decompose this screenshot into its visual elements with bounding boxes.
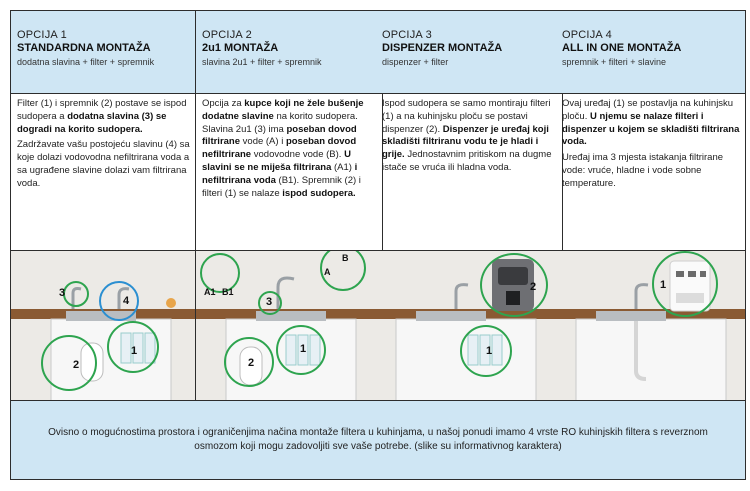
option-1-description: Filter (1) i spremnik (2) postave se isp…: [11, 94, 195, 250]
zoom-circle-taps: [320, 251, 366, 291]
option-1-column: OPCIJA 1 STANDARDNA MONTAŽA dodatna slav…: [10, 10, 196, 400]
callout-circle-1: [276, 325, 326, 375]
description-paragraph: Uređaj ima 3 mjesta istakanja filtrirane…: [562, 152, 740, 190]
callout-circle-1: [652, 251, 718, 317]
option-3-header: OPCIJA 3 DISPENZER MONTAŽA dispenzer + f…: [376, 10, 562, 94]
callout-3: 3: [59, 287, 66, 299]
description-paragraph: Opcija za kupce koji ne žele bušenje dod…: [202, 98, 377, 200]
bold-text: ispod sudopera.: [282, 187, 356, 199]
callout-b1: B1: [222, 287, 234, 297]
text: vodovodne vode (B).: [251, 149, 345, 161]
option-3-illustration: 2 1: [376, 250, 562, 400]
bold-text: U njemu se nalaze filteri i dispenzer u …: [562, 110, 740, 148]
footer-text: Ovisno o mogućnostima prostora i ogranič…: [48, 427, 708, 452]
callout-1: 1: [300, 343, 307, 355]
option-2-column: OPCIJA 2 2u1 MONTAŽA slavina 2u1 + filte…: [196, 10, 383, 400]
callout-1: 1: [660, 279, 667, 291]
option-3-description: Ispod sudopera se samo montiraju filteri…: [376, 94, 562, 250]
bold-text: U slavini se ne miješa filtrirana: [202, 149, 351, 173]
option-3-title: DISPENZER MONTAŽA: [382, 42, 503, 54]
callout-2: 2: [73, 359, 80, 371]
text: Filter (1) i spremnik (2) postave se isp…: [17, 98, 187, 122]
option-1-label: OPCIJA 1: [17, 29, 67, 41]
option-4-subtitle: spremnik + filteri + slavine: [562, 57, 667, 67]
text: na korito sudopera. Slavina 2u1 (3) ima: [202, 110, 358, 135]
option-2-description: Opcija za kupce koji ne žele bušenje dod…: [196, 94, 382, 250]
callout-circle-4: [99, 281, 139, 321]
bold-text: dodatna slavina (3) se dogradi na korito…: [17, 110, 167, 135]
callout-a: A: [324, 267, 331, 277]
option-3-subtitle: dispenzer + filter: [382, 57, 449, 67]
option-2-title: 2u1 MONTAŽA: [202, 42, 279, 54]
callout-circle-2: [41, 335, 97, 391]
callout-circle-2: [480, 253, 548, 317]
zoom-circle-faucet: [200, 253, 240, 293]
text: vode (A) i: [240, 136, 286, 148]
description-paragraph: Ispod sudopera se samo montiraju filteri…: [382, 98, 557, 175]
option-1-illustration: 3 4 2 1: [11, 250, 195, 400]
callout-3: 3: [266, 296, 273, 308]
text: Jednostavnim pritiskom na dugme istače s…: [382, 149, 552, 173]
callout-1: 1: [486, 345, 493, 357]
bold-text: Dispenzer je uređaj koji skladišti filtr…: [382, 123, 549, 161]
option-1-subtitle: dodatna slavina + filter + spremnik: [17, 57, 155, 67]
callout-circle-3: [63, 281, 89, 307]
option-4-illustration: 1: [556, 250, 745, 400]
option-2-subtitle: slavina 2u1 + filter + spremnik: [202, 57, 322, 67]
description-paragraph: Ovaj uređaj (1) se postavlja na kuhinjsk…: [562, 98, 740, 149]
callout-circle-3: [258, 291, 282, 315]
description-paragraph: Zadržavate vašu postojeću slavinu (4) sa…: [17, 139, 190, 190]
bold-text: kupce koji ne žele bušenje dodatne slavi…: [202, 98, 364, 122]
callout-2: 2: [248, 357, 255, 369]
callout-circle-1: [107, 321, 159, 373]
option-2-label: OPCIJA 2: [202, 29, 252, 41]
text: Ispod sudopera se samo montiraju filteri…: [382, 98, 551, 135]
text: (B1). Spremnik (2) i filteri (1) se nala…: [202, 174, 361, 199]
callout-b: B: [342, 253, 349, 263]
option-4-header: OPCIJA 4 ALL IN ONE MONTAŽA spremnik + f…: [556, 10, 745, 94]
text: (A1): [331, 161, 355, 173]
option-4-title: ALL IN ONE MONTAŽA: [562, 42, 682, 54]
bold-text: poseban dovod nefiltrirane: [202, 136, 357, 161]
option-1-header: OPCIJA 1 STANDARDNA MONTAŽA dodatna slav…: [11, 10, 195, 94]
option-1-title: STANDARDNA MONTAŽA: [17, 42, 151, 54]
text: Zadržavate vašu postojeću slavinu (4) sa…: [17, 139, 190, 189]
option-3-column: OPCIJA 3 DISPENZER MONTAŽA dispenzer + f…: [376, 10, 563, 400]
option-4-label: OPCIJA 4: [562, 29, 612, 41]
option-2-header: OPCIJA 2 2u1 MONTAŽA slavina 2u1 + filte…: [196, 10, 382, 94]
option-4-description: Ovaj uređaj (1) se postavlja na kuhinjsk…: [556, 94, 745, 250]
callout-circle-1: [460, 325, 512, 377]
option-2-illustration: A1 B1 A B 3 2 1: [196, 250, 382, 400]
kitchen-all-in-one-illustration: [556, 251, 745, 400]
option-3-label: OPCIJA 3: [382, 29, 432, 41]
text: Opcija za: [202, 98, 245, 109]
callout-4: 4: [123, 295, 130, 307]
footer-note: Ovisno o mogućnostima prostora i ogranič…: [10, 400, 746, 480]
callout-circle-2: [224, 337, 274, 387]
description-paragraph: Filter (1) i spremnik (2) postave se isp…: [17, 98, 190, 136]
callout-1: 1: [131, 345, 138, 357]
bold-text: poseban dovod filtrirane: [202, 123, 357, 148]
text: Ovaj uređaj (1) se postavlja na kuhinjsk…: [562, 98, 734, 122]
text: Uređaj ima 3 mjesta istakanja filtrirane…: [562, 152, 724, 189]
callout-a1: A1: [204, 287, 216, 297]
callout-2: 2: [530, 281, 537, 293]
bold-text: i nefiltrirana voda: [202, 161, 358, 186]
kitchen-sink-illustration: [11, 251, 195, 400]
option-4-column: OPCIJA 4 ALL IN ONE MONTAŽA spremnik + f…: [556, 10, 746, 400]
